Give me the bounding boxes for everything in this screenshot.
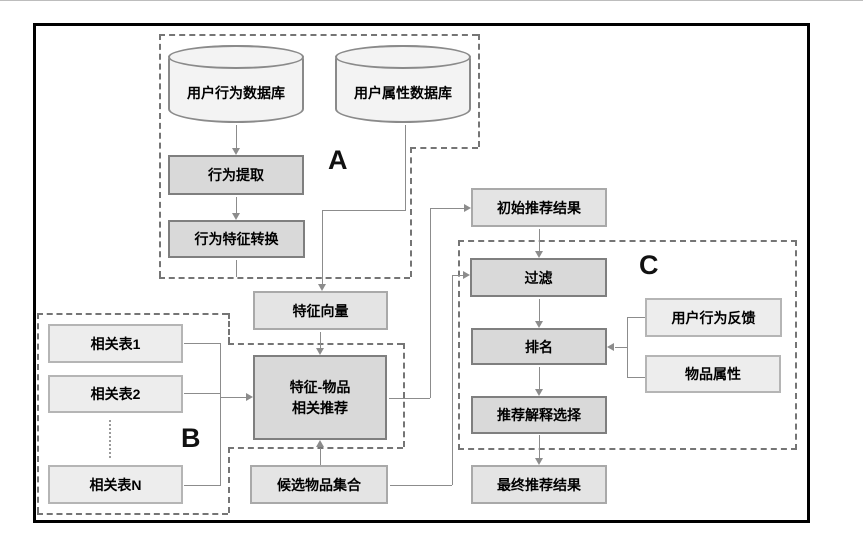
arrowhead-right: [464, 204, 471, 212]
arrowhead-right: [463, 271, 470, 279]
connector-line: [539, 229, 540, 251]
connector-line: [539, 435, 540, 458]
connector-line: [615, 347, 627, 348]
arrowhead-down: [232, 213, 240, 220]
database-cylinder-user-attribute: 用户属性数据库: [335, 45, 471, 123]
node-final-recommendation-result: 最终推荐结果: [471, 465, 607, 504]
node-initial-recommendation-result: 初始推荐结果: [471, 188, 607, 227]
section-b-boundary: [228, 447, 230, 513]
section-b-boundary: [37, 313, 39, 513]
connector-line: [452, 275, 453, 485]
section-b-boundary: [37, 513, 228, 515]
section-c-boundary: [458, 240, 797, 450]
page-top-divider: [0, 0, 863, 1]
node-filter: 过滤: [470, 258, 607, 297]
node-behavior-feature-conversion: 行为特征转换: [168, 220, 305, 258]
arrowhead-down: [232, 148, 240, 155]
feature-item-boundary: [228, 343, 403, 345]
arrowhead-right: [246, 393, 253, 401]
connector-line: [184, 343, 221, 344]
connector-line: [322, 211, 323, 284]
node-feature-item-recommendation: 特征-物品 相关推荐: [253, 355, 387, 440]
connector-line: [405, 125, 406, 210]
arrowhead-down: [316, 348, 324, 355]
node-candidate-item-set: 候选物品集合: [250, 465, 388, 504]
connector-line: [539, 367, 540, 389]
section-a-boundary: [478, 34, 480, 147]
arrowhead-down: [535, 389, 543, 396]
section-b-label: B: [181, 423, 201, 453]
connector-line: [236, 125, 237, 153]
connector-line: [452, 275, 463, 276]
node-related-table-n: 相关表N: [48, 465, 183, 504]
connector-line: [627, 317, 645, 318]
connector-line: [627, 377, 645, 378]
node-ranking: 排名: [471, 328, 607, 365]
feature-item-boundary: [228, 447, 403, 449]
arrowhead-left: [607, 343, 614, 351]
ellipsis-dotted-line: [109, 420, 111, 458]
node-related-table-1: 相关表1: [48, 324, 183, 363]
section-a-boundary: [410, 147, 412, 277]
connector-line: [220, 397, 246, 398]
connector-line: [430, 208, 464, 209]
node-feature-vector: 特征向量: [253, 291, 388, 330]
connector-line: [184, 485, 221, 486]
arrowhead-up: [316, 440, 324, 447]
connector-line: [322, 210, 406, 211]
connector-line: [236, 197, 237, 213]
section-a-boundary: [159, 34, 478, 36]
feature-item-line2: 相关推荐: [292, 399, 348, 416]
section-b-boundary: [228, 313, 230, 343]
diagram-frame: [33, 23, 810, 523]
arrowhead-down: [535, 251, 543, 258]
section-a-boundary: [159, 34, 161, 277]
section-c-label: C: [639, 250, 659, 280]
connector-line: [389, 398, 430, 399]
connector-line: [236, 260, 237, 277]
node-user-behavior-feedback: 用户行为反馈: [645, 298, 782, 337]
database-cylinder-user-behavior: 用户行为数据库: [168, 45, 304, 123]
node-related-table-2: 相关表2: [48, 375, 183, 413]
arrowhead-down: [535, 321, 543, 328]
section-a-boundary: [410, 147, 478, 149]
node-recommendation-explanation-selection: 推荐解释选择: [471, 396, 607, 434]
arrowhead-down: [318, 284, 326, 291]
connector-line: [220, 343, 221, 486]
connector-line: [430, 208, 431, 398]
connector-line: [320, 448, 321, 465]
connector-line: [627, 317, 628, 377]
section-a-boundary: [159, 277, 410, 279]
feature-item-line1: 特征-物品: [289, 378, 351, 395]
connector-line: [390, 485, 452, 486]
connector-line: [184, 393, 221, 394]
section-b-boundary: [37, 313, 228, 315]
user-behavior-db-label: 用户行为数据库: [187, 85, 285, 101]
node-item-attributes: 物品属性: [645, 355, 781, 393]
node-behavior-extraction: 行为提取: [168, 155, 304, 195]
connector-line: [539, 299, 540, 321]
feature-item-boundary: [403, 343, 405, 447]
arrowhead-down: [535, 458, 543, 465]
section-a-label: A: [328, 145, 348, 175]
user-attribute-db-label: 用户属性数据库: [354, 85, 452, 101]
connector-line: [320, 332, 321, 348]
